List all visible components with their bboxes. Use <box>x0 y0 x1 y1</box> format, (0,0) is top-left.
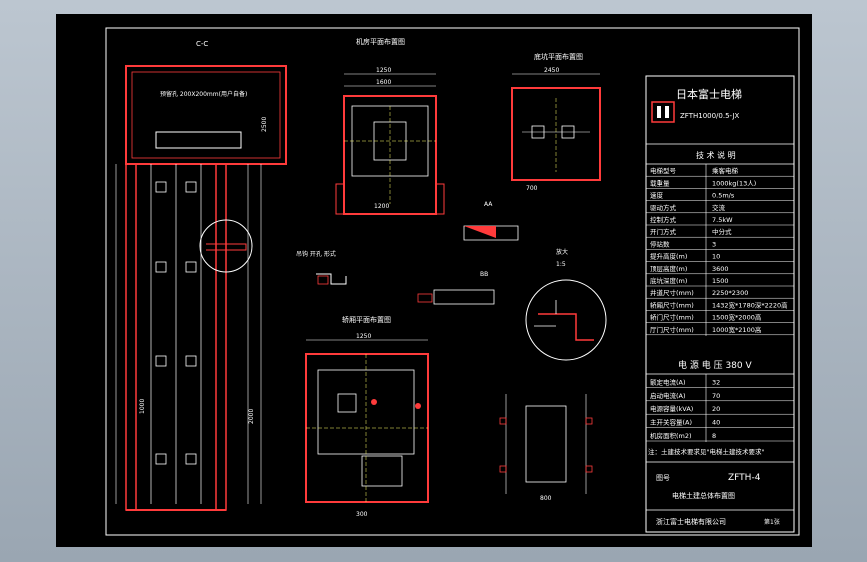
table-value: 20 <box>712 405 720 413</box>
pit-plan: 底坑平面布置图 2450 700 <box>511 52 601 192</box>
table-key: 电梯型号 <box>650 166 677 175</box>
plan-title: 轿厢平面布置图 <box>342 315 391 324</box>
dim-label: 2000 <box>248 409 255 424</box>
drawing-no: ZFTH-4 <box>728 473 761 483</box>
dim-label: 800 <box>540 495 552 502</box>
detail-label: 放大 <box>556 248 568 256</box>
table-value: 3 <box>712 240 716 248</box>
dim-label: 300 <box>356 511 368 518</box>
table-value: 0.5m/s <box>712 192 735 200</box>
table-value: 1500宽*2000高 <box>712 313 762 322</box>
table-key: 驱动方式 <box>650 203 677 212</box>
model-label: ZFTH1000/0.5-JX <box>680 112 740 120</box>
dim-label: 700 <box>526 185 538 192</box>
voltage-title: 电 源 电 压 380 V <box>678 359 752 371</box>
power-table: 额定电流(A) 32 启动电流(A) 70 电源容量(kVA) 20 主开关容量(A) 40 机… <box>646 377 794 442</box>
table-key: 启动电流(A) <box>650 391 686 400</box>
table-key: 厅门尺寸(mm) <box>650 325 694 334</box>
detail-label: AA <box>484 201 493 208</box>
table-value: 中分式 <box>712 227 732 236</box>
table-key: 开门方式 <box>650 227 677 236</box>
tech-title: 技 术 说 明 <box>696 150 736 160</box>
table-value: 8 <box>712 432 716 440</box>
details-area: 吊钩 开孔 形式 AA BB 放大 1:5 <box>296 201 607 361</box>
table-value: 70 <box>712 392 720 400</box>
table-value: 7.5kW <box>712 216 733 224</box>
shaft-right-wall <box>215 163 227 511</box>
machine-room-plan: 机房平面布置图 1250 1600 1200 <box>335 37 445 215</box>
table-key: 控制方式 <box>650 215 677 224</box>
company-logo <box>651 101 675 123</box>
note-text: 注：土建技术要求见"电梯土建技术要求" <box>648 447 764 456</box>
dim-label: 1000 <box>139 399 146 414</box>
table-value: 1500 <box>712 277 729 285</box>
table-value: 乘客电梯 <box>712 166 739 175</box>
table-key: 电源容量(kVA) <box>650 404 693 413</box>
dim-label: 1250 <box>356 333 371 340</box>
table-key: 顶层高度(m) <box>650 264 687 273</box>
company-name: 日本富士电梯 <box>676 87 742 101</box>
footer-company: 浙江富士电梯有限公司 <box>656 517 726 526</box>
drawing-sheet: C-C 预留孔 200X200mm(用户自备) <box>56 14 812 547</box>
hole-label: 预留孔 200X200mm(用户自备) <box>160 90 247 98</box>
door-detail: 800 <box>499 394 593 502</box>
plan-wall <box>511 87 601 181</box>
table-key: 额定电流(A) <box>650 377 686 386</box>
table-value: 1432宽*1780深*2220高 <box>712 300 788 309</box>
table-key: 轿门尺寸(mm) <box>650 313 694 322</box>
enlarged-detail <box>525 279 607 361</box>
detail-label: 吊钩 开孔 形式 <box>296 250 336 258</box>
table-key: 速度 <box>650 191 664 200</box>
dim-label: 2500 <box>261 117 268 132</box>
machine-base <box>155 131 242 149</box>
sheet-border <box>105 27 800 536</box>
table-value: 10 <box>712 253 720 261</box>
table-key: 载重量 <box>650 178 670 187</box>
detail-label: BB <box>480 271 488 278</box>
dim-label: 1200 <box>374 203 389 210</box>
machine-room-wall <box>125 65 287 165</box>
table-key: 机房面积(m2) <box>650 431 692 440</box>
plan-wall <box>343 95 437 215</box>
table-key: 轿厢尺寸(mm) <box>650 300 694 309</box>
shaft-section-view: C-C 预留孔 200X200mm(用户自备) <box>115 40 287 511</box>
title-block <box>645 75 795 533</box>
table-value: 32 <box>712 378 720 386</box>
drawing-canvas: C-C 预留孔 200X200mm(用户自备) <box>105 27 800 536</box>
drawing-no-label: 图号 <box>656 474 670 482</box>
section-view-title: C-C <box>196 40 208 48</box>
detail-circle <box>199 219 253 273</box>
table-value: 1000宽*2100高 <box>712 325 762 334</box>
sheet-label: 第1张 <box>764 518 780 526</box>
table-value: 1000kg(13人) <box>712 179 756 187</box>
table-value: 3600 <box>712 265 729 273</box>
drawing-title: 电梯土建总体布置图 <box>672 491 735 500</box>
table-key: 井道尺寸(mm) <box>650 288 694 297</box>
dim-label: 1600 <box>376 79 391 86</box>
table-key: 底坑深度(m) <box>650 276 687 285</box>
table-key: 主开关容量(A) <box>650 418 692 427</box>
car-plan: 轿厢平面布置图 1250 300 <box>305 315 429 518</box>
plan-title: 机房平面布置图 <box>356 37 405 46</box>
dim-label: 2450 <box>544 67 559 74</box>
shaft-left-wall <box>125 163 137 511</box>
plan-title: 底坑平面布置图 <box>534 52 583 61</box>
dim-label: 1:5 <box>556 261 566 268</box>
table-key: 停站数 <box>650 239 670 248</box>
table-key: 提升高度(m) <box>650 252 687 261</box>
table-value: 40 <box>712 419 720 427</box>
title-block-content: 日本富士电梯 ZFTH1000/0.5-JX 技 术 说 明 电梯型号 乘客电梯载… <box>646 87 794 526</box>
dim-label: 1250 <box>376 67 391 74</box>
table-value: 2250*2300 <box>712 289 748 297</box>
table-value: 交流 <box>712 203 726 212</box>
